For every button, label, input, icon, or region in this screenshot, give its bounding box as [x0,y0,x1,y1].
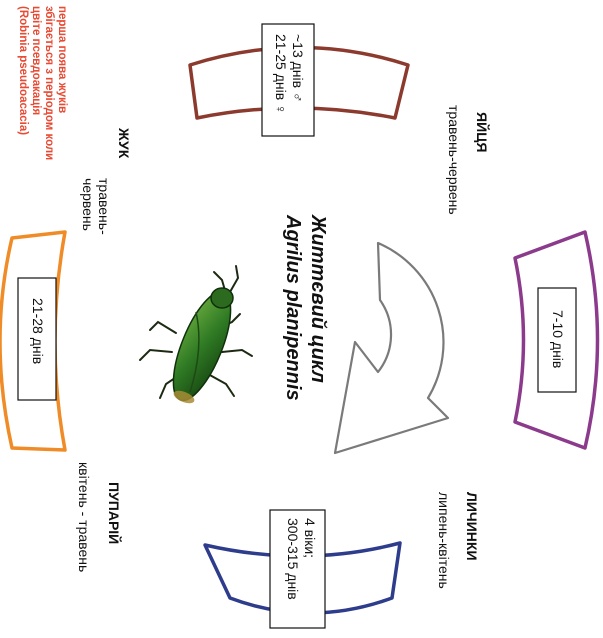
egg-duration-box [537,287,577,393]
egg-stage-name: ЯЙЦЯ [474,112,490,153]
pupa-duration: 21-28 днів [30,298,46,365]
cycle-arrow-icon [333,241,450,455]
adult-duration-box [261,23,315,137]
adult-stage-period: травень- червень [80,178,112,235]
larva-stage-name: ЛИЧИНКИ [464,492,480,561]
title-line-1: Життєвий цикл [307,215,329,383]
larva-duration: 4 віки; 300-315 днів [285,518,318,600]
larva-stage-period: липень-квітень [436,492,452,589]
diagram-title: Життєвий цикл Agrilus planipennis [280,215,330,401]
adult-duration: ~13 днів ♂ 21-25 днів ♀ [273,34,306,115]
larva-duration-box [269,509,326,629]
adult-stage-name: ЖУК [116,128,132,159]
pupa-duration-box [17,277,57,401]
pupa-stage-period: квітень - травень [76,462,92,573]
emerald-ash-borer-beetle-icon [139,265,253,404]
first-appearance-note: перша поява жуків збігається з періодом … [17,6,68,161]
egg-stage-period: травень-червень [446,105,462,215]
title-line-2: Agrilus planipennis [282,215,304,401]
pupa-stage-name: ПУПАРІЙ [106,482,122,545]
egg-duration: 7-10 днів [550,310,566,369]
